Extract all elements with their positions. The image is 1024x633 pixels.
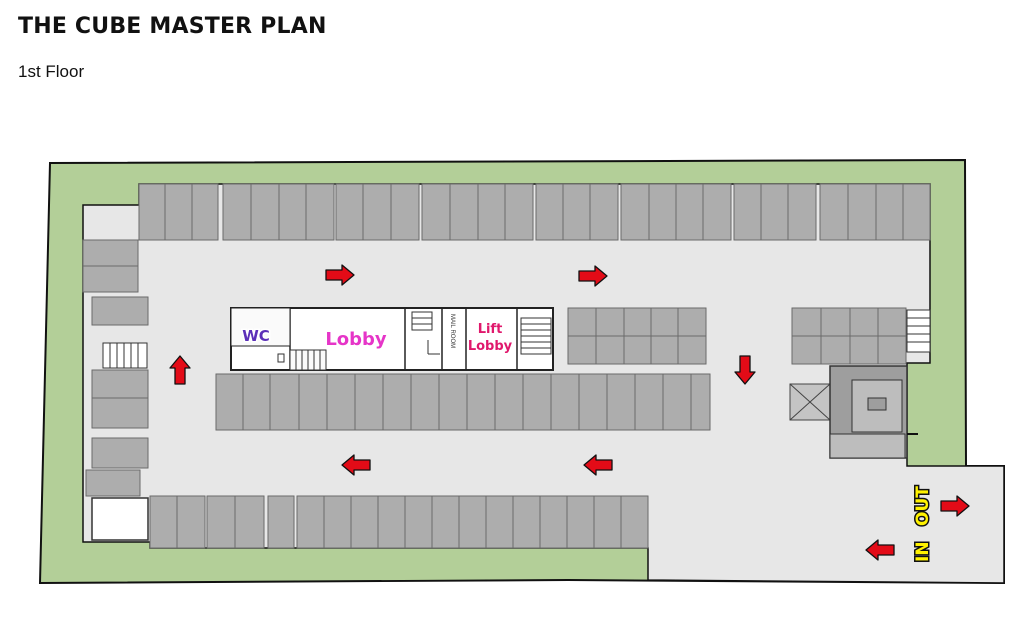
mail-room-label: MAIL ROOM xyxy=(449,314,455,348)
central-parking-block xyxy=(567,307,707,365)
wc-label: WC xyxy=(242,327,270,345)
bottom-parking-row xyxy=(149,495,649,549)
lobby-building xyxy=(230,307,554,371)
island-parking-row xyxy=(215,373,711,431)
lift-lobby-label-line1: Lift xyxy=(478,322,503,337)
lobby-label: Lobby xyxy=(325,329,387,350)
left-stair xyxy=(102,342,148,369)
left-parking-column xyxy=(82,239,149,497)
entrance-out-label: OUT xyxy=(913,486,933,526)
top-parking-row xyxy=(138,183,931,241)
bottom-left-room xyxy=(91,497,149,541)
floor-subtitle: 1st Floor xyxy=(18,62,85,81)
service-core xyxy=(789,365,918,459)
lift-lobby-label-line2: Lobby xyxy=(468,339,513,354)
entrance-in-label: IN xyxy=(913,541,933,562)
east-parking-block xyxy=(791,307,907,365)
page-title: THE CUBE MASTER PLAN xyxy=(18,14,327,39)
east-stair xyxy=(906,309,931,353)
